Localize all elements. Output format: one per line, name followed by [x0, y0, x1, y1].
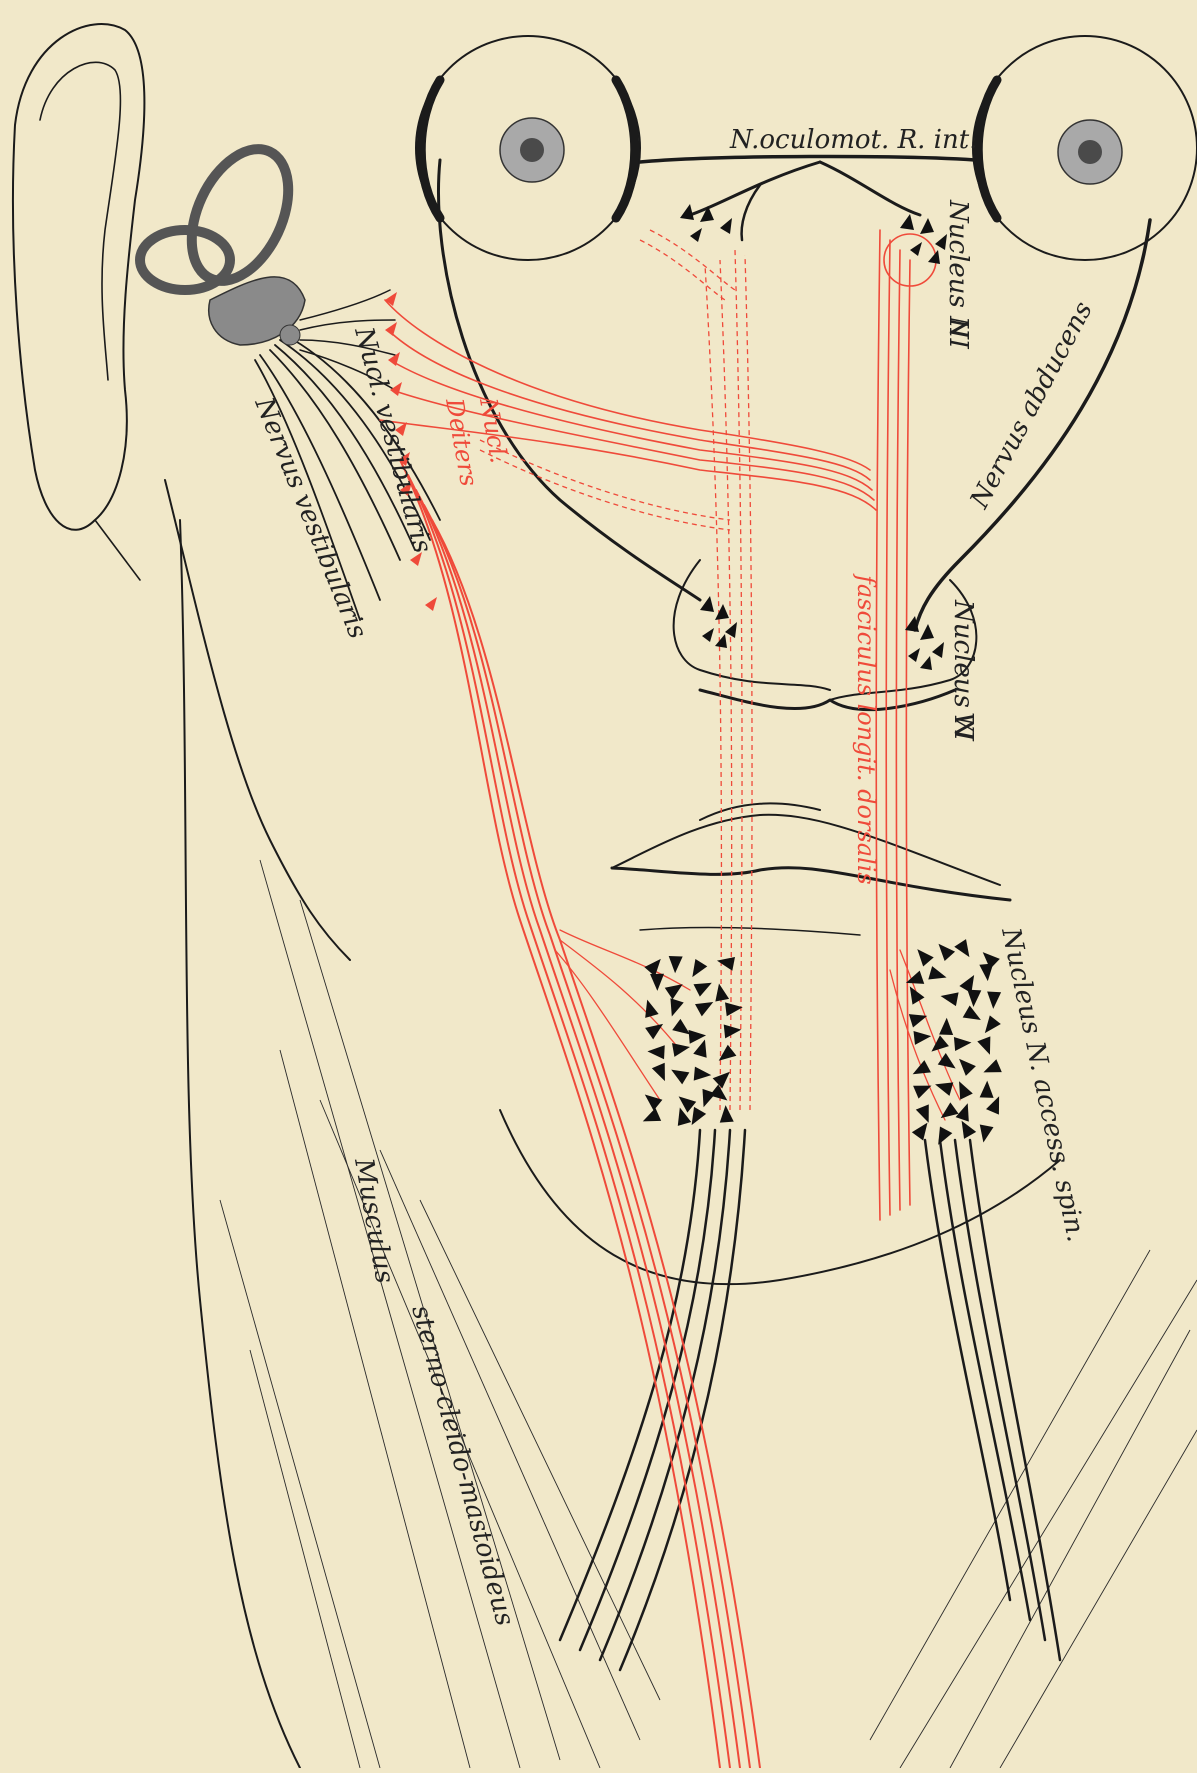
neuron-cell: [693, 976, 715, 996]
neuron-cell: [912, 945, 934, 967]
neuron-cell: [640, 1108, 661, 1128]
label-nervus-vestibularis: Nervus vestibularis: [248, 392, 372, 643]
neuron-cell: [977, 1036, 996, 1057]
label-sterno: sterno-cleido-mastoideus: [405, 1302, 520, 1629]
neuron-cell: [981, 1059, 1002, 1079]
nucleus-III-right-cells: [900, 214, 947, 264]
neuron-cell: [665, 998, 684, 1018]
muscle-lines: [220, 860, 1197, 1768]
neuron-cell: [928, 966, 948, 984]
neuron-cell: [650, 974, 664, 991]
neuron-cell: [916, 1104, 935, 1125]
neuron-cell: [672, 1040, 691, 1057]
neuron-cell: [914, 1029, 932, 1045]
neuron-cell: [939, 1017, 954, 1034]
label-musculus: Musculus: [348, 1155, 400, 1286]
neuron-cell: [674, 1091, 696, 1113]
neuron-cell: [647, 1044, 665, 1059]
neuron-cell: [954, 1036, 972, 1051]
neuron-cell: [719, 1105, 734, 1123]
neuron-cell: [695, 996, 717, 1016]
neuron-cell: [668, 956, 683, 973]
neuron-cell: [668, 1064, 690, 1085]
neuron-cell: [652, 1063, 672, 1084]
right-eye: [973, 36, 1197, 260]
neuron-cell: [932, 1127, 952, 1149]
label-nucleus-VI-num: VI: [948, 712, 978, 742]
neuron-cell: [712, 982, 729, 1001]
neuron-cell: [714, 1045, 736, 1066]
neuron-cell: [645, 1018, 667, 1039]
nucleus-VI-right-cells: [905, 616, 944, 670]
labyrinth: [140, 134, 308, 345]
neuron-cell: [716, 954, 735, 971]
neuron-cell: [713, 1067, 735, 1089]
accessory-left-cells: [640, 954, 744, 1129]
neuron-cell: [956, 1101, 975, 1122]
neuron-cell: [725, 1000, 744, 1016]
neuron-cell: [963, 1005, 985, 1026]
neuron-cell: [979, 1015, 1000, 1037]
neuron-cell: [640, 1089, 662, 1111]
neuron-cell: [912, 1119, 933, 1141]
label-fasciculus: fasciculus longit. dorsalis: [852, 573, 880, 885]
neuron-cell: [966, 990, 981, 1008]
neuron-cell: [954, 1054, 976, 1076]
label-oculomotor: N.oculomot. R. int.: [729, 125, 977, 155]
left-eye: [416, 36, 640, 260]
label-nucleus-III-num: III: [943, 317, 973, 350]
neuron-cell: [724, 1023, 742, 1039]
neuron-cell: [933, 939, 955, 961]
neuron-cell: [686, 959, 707, 981]
neuron-cell: [694, 1067, 712, 1082]
neuron-cell: [953, 1078, 973, 1099]
neuron-cell: [640, 998, 658, 1018]
accessory-right-cells: [904, 939, 1006, 1148]
neuron-cell: [980, 1080, 995, 1097]
neuron-cell: [939, 989, 958, 1006]
neuron-cell: [986, 992, 1001, 1010]
neuron-cell: [954, 939, 975, 961]
neuron-cell: [644, 954, 666, 976]
neuron-cell: [977, 1125, 994, 1144]
neuron-cell: [937, 1102, 959, 1123]
